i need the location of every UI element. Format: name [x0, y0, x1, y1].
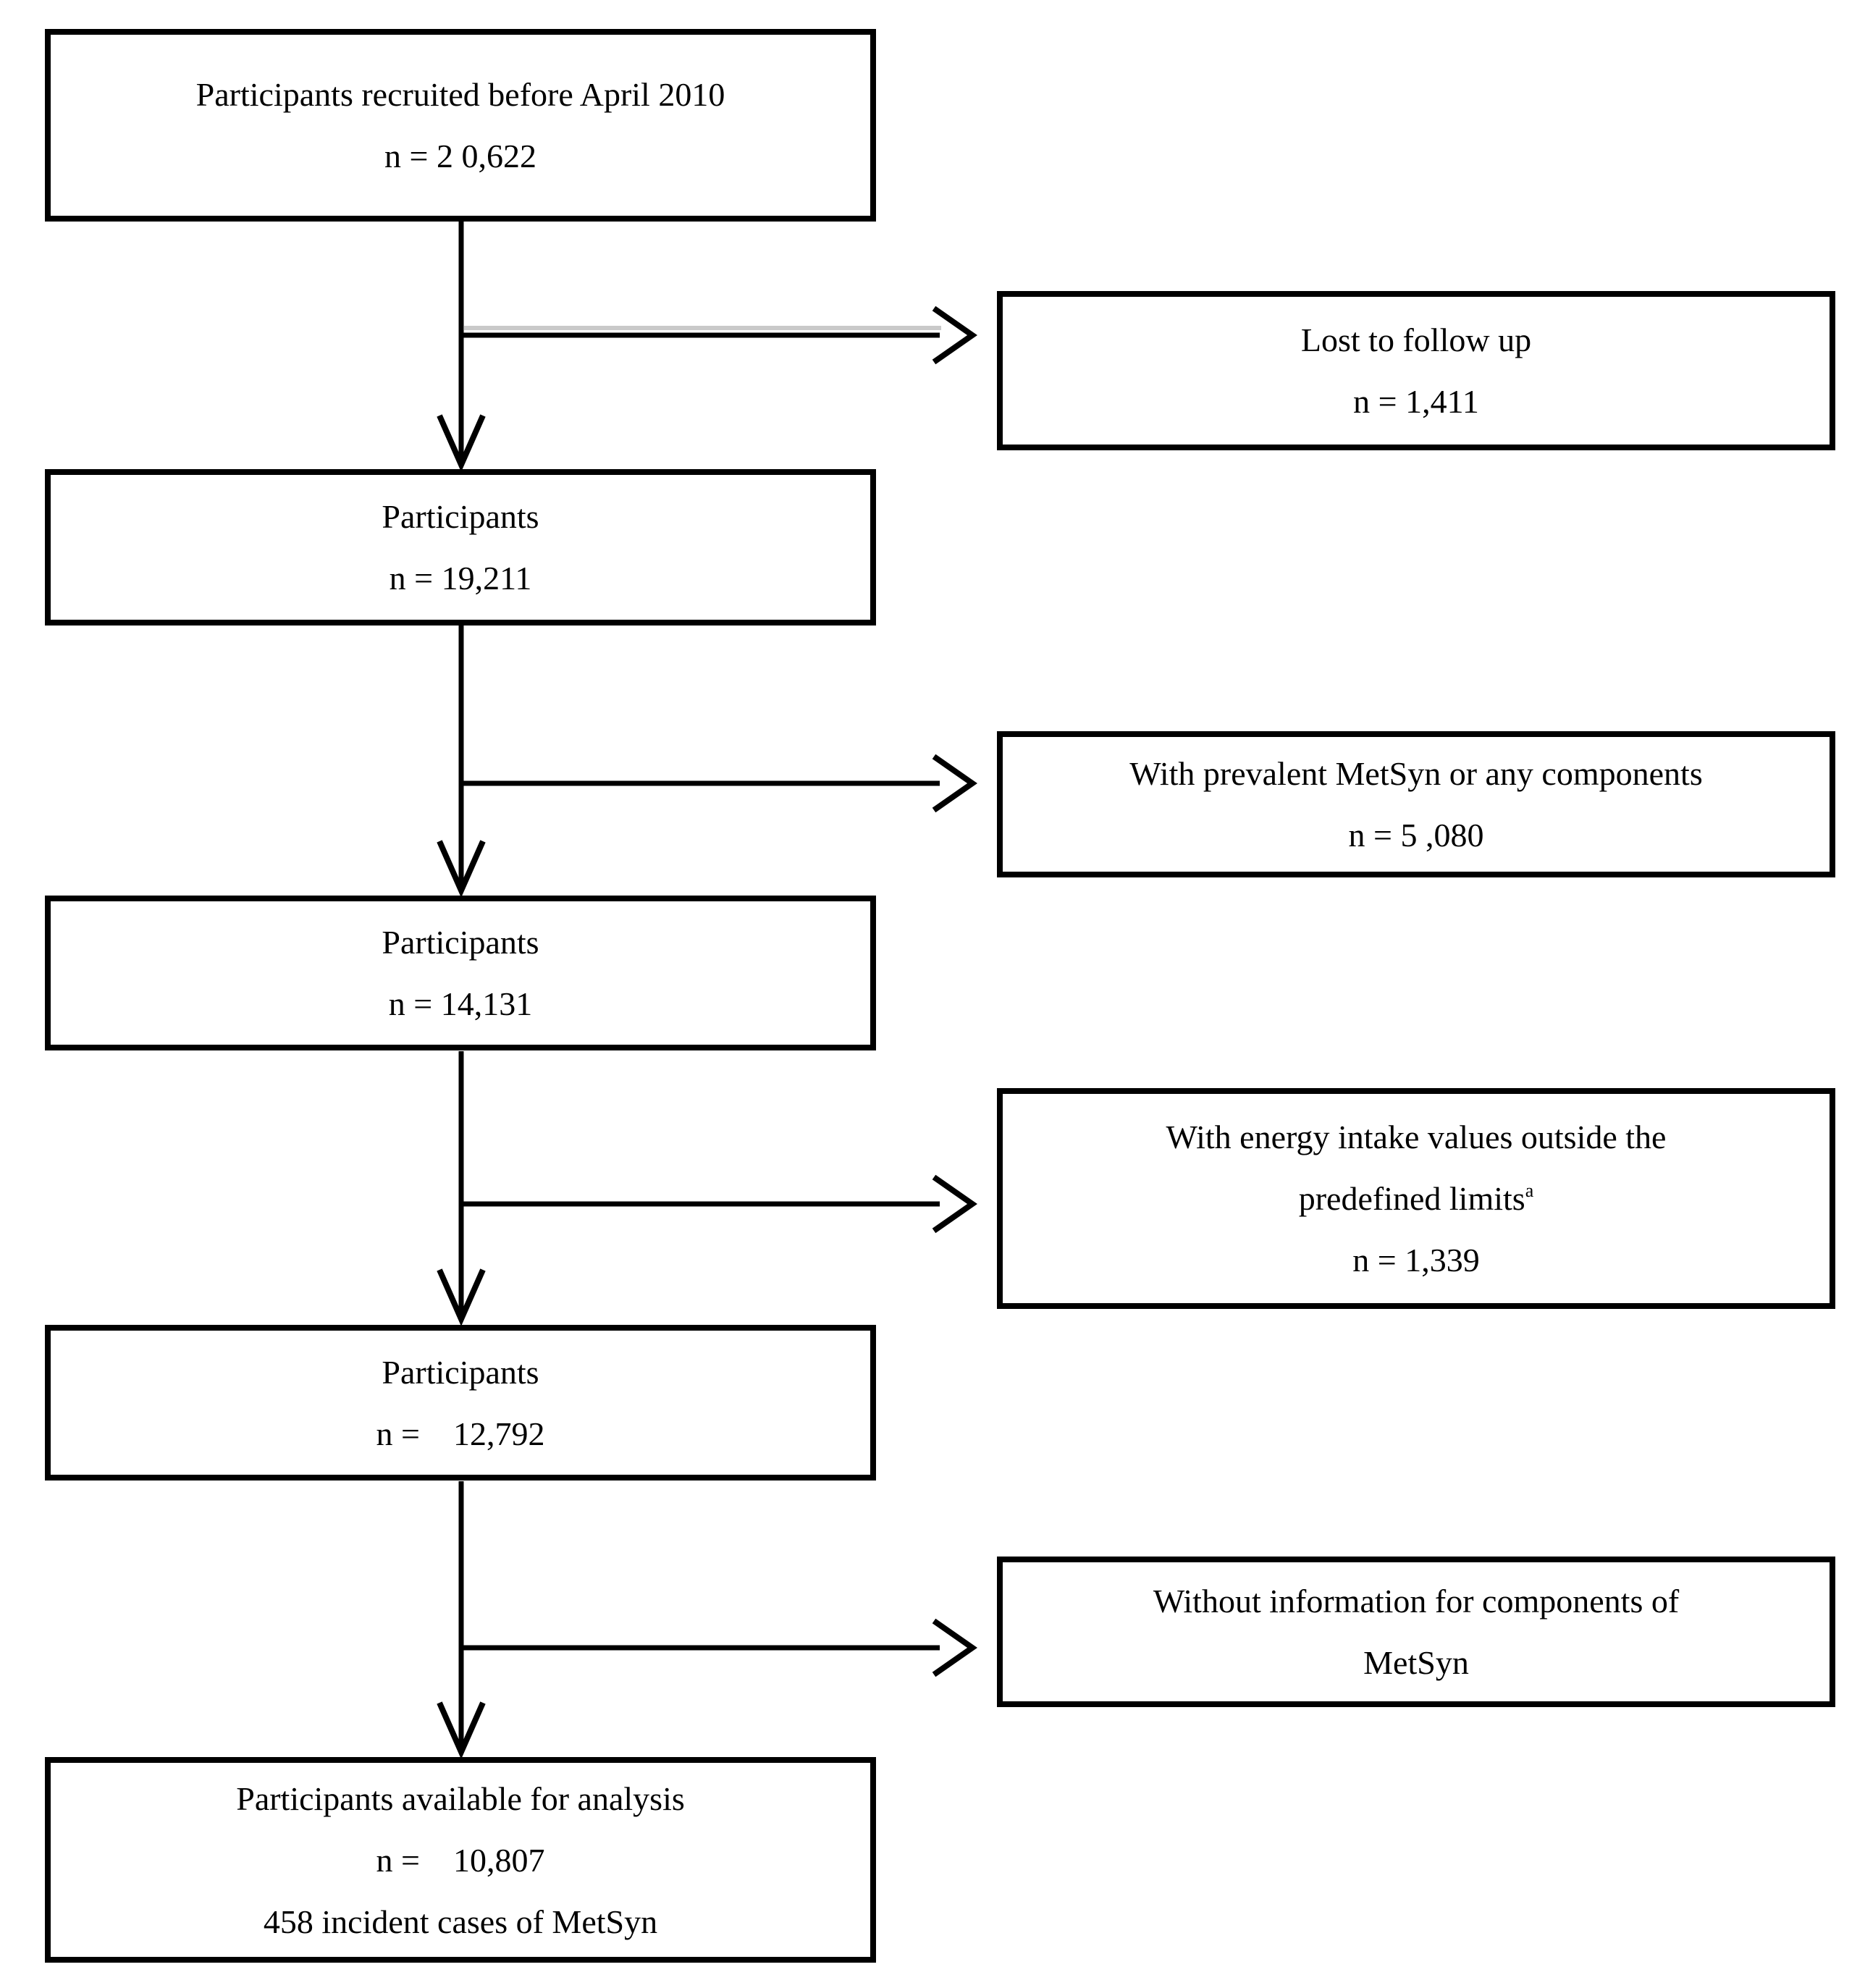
lost-count: n = 1,411: [1353, 383, 1479, 420]
prevalent-count: n = 5 ,080: [1348, 817, 1484, 854]
step4-count: n = 12,792: [376, 1415, 545, 1452]
final-title: Participants available for analysis: [236, 1779, 685, 1817]
energy-limits-text: predefined limits: [1298, 1180, 1525, 1217]
box-participants-available-for-analysis: Participants available for analysis n = …: [45, 1757, 876, 1963]
energy-limits-superscript: a: [1525, 1180, 1534, 1201]
box-energy-intake-outside-limits: With energy intake values outside the pr…: [997, 1088, 1835, 1309]
arrow-to-noinfo-box: [461, 1618, 977, 1677]
noinfo-title-line1: Without information for components of: [1153, 1583, 1680, 1620]
box-participants-19211: Participants n = 19,211: [45, 469, 876, 626]
noinfo-title-line2: MetSyn: [1363, 1644, 1469, 1681]
step4-title: Participants: [382, 1353, 539, 1391]
recruited-title: Participants recruited before April 2010: [195, 76, 725, 113]
arrow-to-prevalent-box: [461, 754, 977, 813]
arrow-step3-to-step4: [437, 1051, 486, 1326]
final-incident-cases: 458 incident cases of MetSyn: [263, 1903, 658, 1940]
box-lost-to-follow-up: Lost to follow up n = 1,411: [997, 291, 1835, 450]
arrow-step2-to-step3: [437, 626, 486, 898]
arrow-recruited-to-step2: [437, 222, 486, 472]
step3-count: n = 14,131: [388, 985, 533, 1022]
step2-title: Participants: [382, 498, 539, 535]
arrow-to-lost-box: [461, 306, 977, 365]
arrow-to-energy-box: [461, 1174, 977, 1234]
arrow-step4-to-final: [437, 1481, 486, 1759]
energy-title-line1: With energy intake values outside the: [1166, 1119, 1667, 1155]
step3-title: Participants: [382, 924, 539, 961]
step2-count: n = 19,211: [389, 560, 532, 597]
energy-count: n = 1,339: [1352, 1242, 1480, 1279]
final-count: n = 10,807: [376, 1841, 545, 1879]
lost-title: Lost to follow up: [1300, 321, 1532, 358]
box-participants-recruited: Participants recruited before April 2010…: [45, 29, 876, 222]
box-prevalent-metsyn: With prevalent MetSyn or any components …: [997, 731, 1835, 877]
energy-title-line2: predefined limitsa: [1299, 1179, 1534, 1218]
prevalent-title: With prevalent MetSyn or any components: [1129, 755, 1703, 792]
box-participants-14131: Participants n = 14,131: [45, 896, 876, 1050]
box-without-information-metsyn: Without information for components of Me…: [997, 1557, 1835, 1707]
recruited-count: n = 2 0,622: [384, 138, 536, 174]
box-participants-12792: Participants n = 12,792: [45, 1325, 876, 1481]
